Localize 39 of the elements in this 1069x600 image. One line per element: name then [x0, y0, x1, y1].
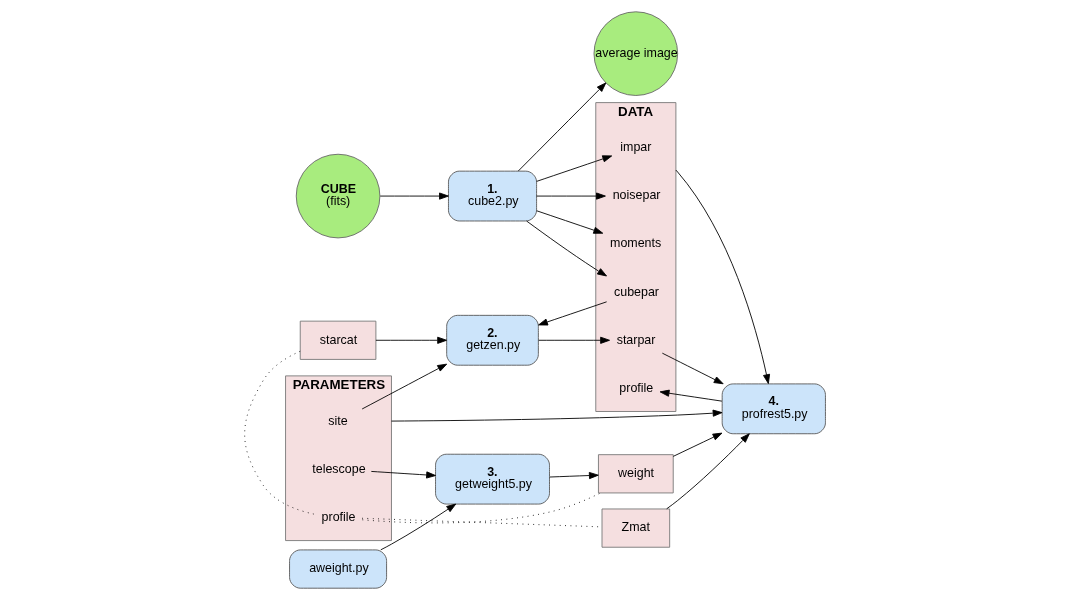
node-box: 2. getzen.py — [445, 314, 539, 366]
node-text: site — [327, 413, 348, 428]
arrow — [535, 155, 612, 182]
arrow — [535, 210, 603, 234]
arrow — [537, 336, 610, 344]
node-text: starpar — [616, 332, 655, 347]
arrow — [525, 220, 607, 277]
node-text: telescope — [311, 461, 366, 476]
arrow — [390, 409, 722, 422]
arrow — [361, 363, 447, 410]
node-box: 4. profrest5.py — [721, 383, 826, 435]
connector — [243, 350, 314, 515]
arrow — [379, 192, 449, 200]
arrow — [537, 301, 607, 326]
node-text: profile — [321, 509, 356, 524]
arrow — [661, 352, 724, 385]
arrow — [674, 169, 770, 384]
arrow — [548, 471, 599, 480]
node-box: 1. cube2.py — [447, 170, 537, 222]
connector — [361, 492, 601, 524]
node-text: profile — [618, 380, 653, 395]
node-box: weight — [597, 454, 674, 494]
node-text: noisepar — [612, 188, 660, 203]
arrow — [379, 503, 456, 551]
node-box: starcat — [299, 320, 376, 360]
arrow — [517, 82, 606, 172]
node-circle: CUBE (fits) — [295, 153, 380, 239]
arrow — [665, 433, 750, 510]
node-box: 3. getweight5.py — [434, 453, 550, 505]
arrow — [374, 336, 447, 344]
node-box: Zmat — [601, 508, 670, 548]
node-text: moments — [609, 236, 661, 251]
arrow — [535, 192, 606, 200]
node-text: cubepar — [613, 284, 659, 299]
node-box: aweight.py — [288, 549, 387, 589]
arrow — [672, 432, 722, 457]
arrow — [370, 471, 436, 479]
node-text: impar — [619, 140, 651, 155]
arrow — [659, 389, 722, 402]
